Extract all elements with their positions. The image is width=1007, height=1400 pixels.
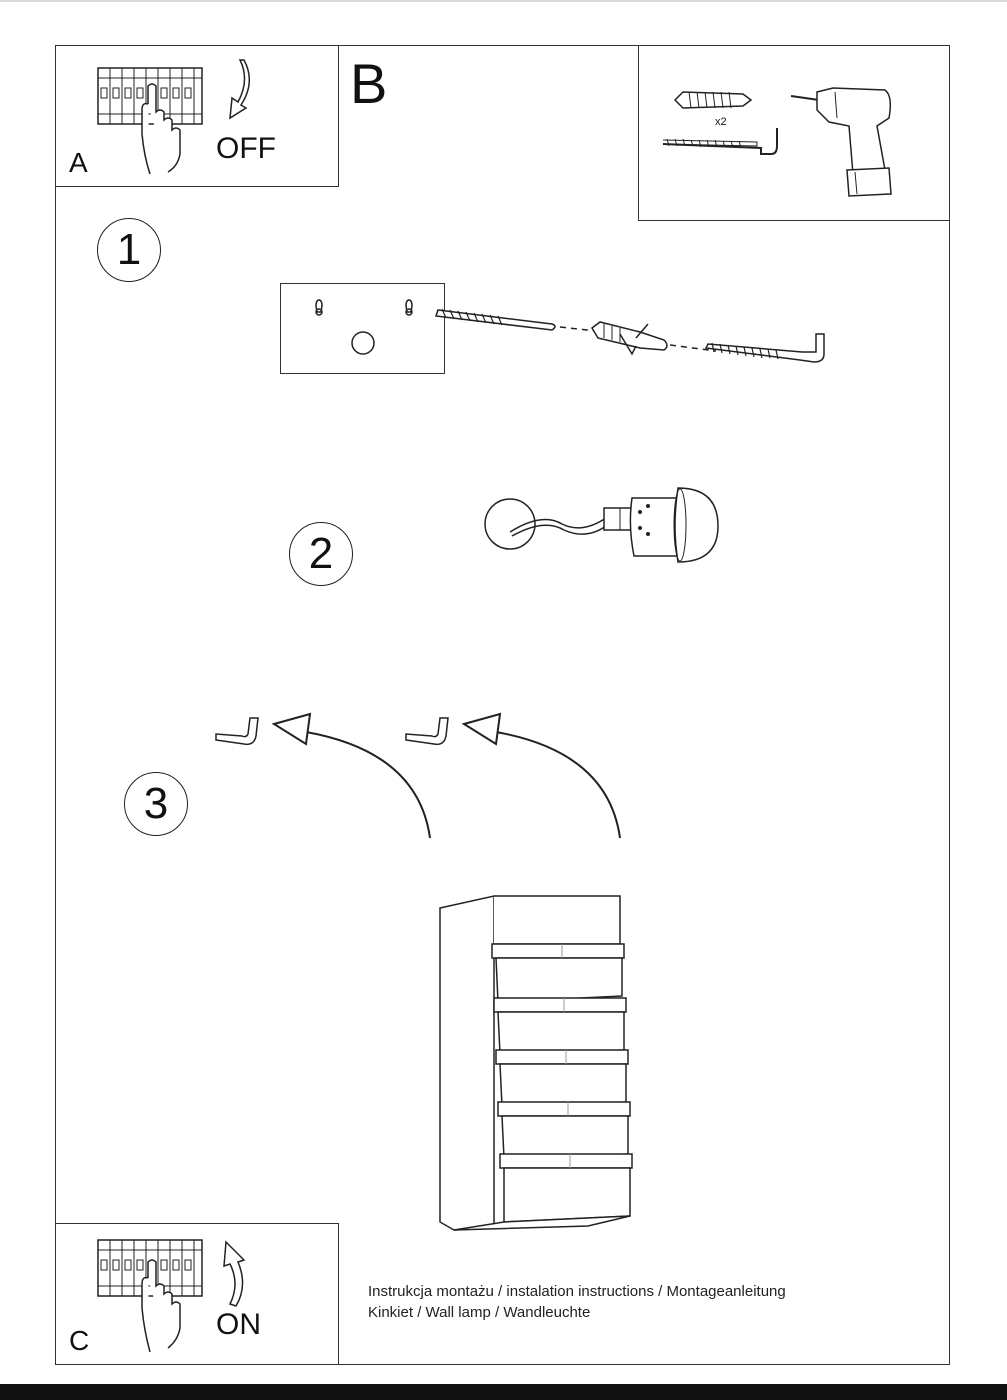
- lamp-socket-icon: [484, 487, 719, 563]
- on-label: ON: [216, 1308, 261, 1341]
- panel-a-letter: A: [69, 147, 88, 178]
- arrow-up-icon: [223, 1240, 246, 1307]
- hook-screw-icon: [215, 717, 259, 746]
- circuit-breaker-icon: [97, 67, 203, 175]
- wall-plug-icon: [673, 91, 753, 109]
- bottom-border: [0, 1384, 1007, 1400]
- dashed-guide-line: [559, 326, 717, 352]
- panel-a: A OFF: [55, 45, 339, 187]
- hook-screw-icon: [662, 128, 778, 155]
- caption-line-1: Instrukcja montażu / instalation instruc…: [368, 1283, 786, 1300]
- drill-icon: [790, 87, 892, 197]
- step-1-number: 1: [97, 218, 161, 282]
- step-3-number: 3: [124, 772, 188, 836]
- wall-plug-icon: [591, 321, 668, 356]
- panel-b-letter: B: [350, 52, 388, 115]
- hook-screw-icon: [405, 717, 449, 746]
- top-border: [0, 0, 1007, 2]
- panel-c-letter: C: [69, 1325, 90, 1356]
- mounting-plate-icon: [280, 283, 445, 374]
- panel-c: C ON: [55, 1223, 339, 1365]
- hook-screw-icon: [704, 333, 825, 363]
- drill-bit-icon: [434, 308, 556, 331]
- tools-panel: x2: [638, 45, 950, 221]
- caption: Instrukcja montażu / instalation instruc…: [368, 1281, 786, 1323]
- curved-arrow-icon: [271, 712, 431, 839]
- instruction-frame: [55, 45, 950, 1365]
- wall-lamp-icon: [439, 895, 633, 1231]
- arrow-down-icon: [229, 59, 250, 120]
- step-2-number: 2: [289, 522, 353, 586]
- quantity-label: x2: [715, 116, 727, 128]
- curved-arrow-icon: [461, 712, 621, 839]
- circuit-breaker-icon: [97, 1239, 203, 1353]
- off-label: OFF: [216, 132, 276, 165]
- caption-line-2: Kinkiet / Wall lamp / Wandleuchte: [368, 1304, 591, 1321]
